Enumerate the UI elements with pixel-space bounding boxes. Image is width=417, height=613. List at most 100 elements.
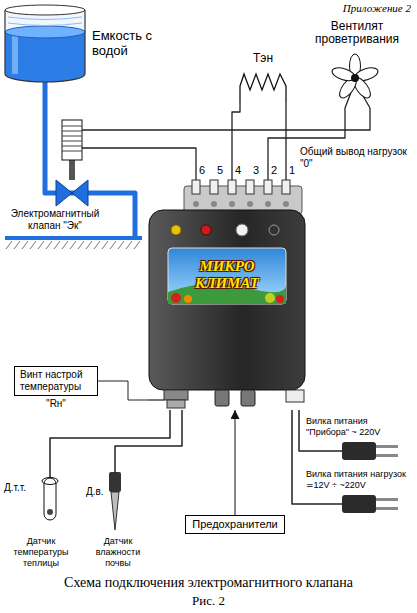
sensor-code: Д.в. <box>86 486 104 498</box>
terminal-note-holder: Общий вывод нагрузок "0" <box>300 146 412 170</box>
drawing-part <box>109 472 121 492</box>
terminal-number-holder: 4 <box>235 164 241 177</box>
drawing-part <box>69 160 75 180</box>
drawing-part <box>376 498 398 501</box>
ground-line <box>5 236 142 240</box>
common-wire <box>110 102 370 180</box>
terminal-number: 3 <box>253 164 259 177</box>
drawing-part <box>286 390 304 402</box>
plug-label: Вилка питания "Прибора" ~ 220V <box>306 416 412 437</box>
drawing-part <box>62 151 82 152</box>
drawing-part <box>47 509 53 515</box>
common-wire-segment <box>285 102 286 130</box>
figure-number: Рис. 2 <box>0 593 417 609</box>
drawing-part <box>62 136 82 137</box>
drawing-part <box>228 180 236 194</box>
sensor-code-holder: Д.т.т. <box>4 482 26 494</box>
sensor-code-holder: Д.в. <box>86 486 104 498</box>
drawing-part <box>342 495 376 513</box>
drawing-part <box>62 120 82 160</box>
drawing-part <box>62 126 82 127</box>
drawing-part <box>42 478 58 485</box>
adjust-screw-box: Винт настрой температуры"Rн" <box>14 366 98 396</box>
drawing-part <box>376 445 398 448</box>
drawing-part <box>167 400 185 408</box>
terminal-number-holder: 2 <box>271 164 277 177</box>
terminal-number: 4 <box>235 164 241 177</box>
drawing-part <box>192 180 200 194</box>
water-pipe <box>110 193 135 236</box>
drawing-part <box>171 293 181 303</box>
drawing-part <box>265 201 271 207</box>
appendix-number: Приложение 2 <box>343 2 411 15</box>
sensor-label-holder: Датчик температуры теплицы <box>2 536 80 569</box>
soil-moisture-sensor: Д.в. Датчик влажности почвы <box>84 452 152 570</box>
drawing-part <box>164 390 188 400</box>
drawing-part <box>282 180 290 194</box>
drawing-part <box>45 112 110 193</box>
water-pipe <box>43 82 48 112</box>
drawing-part <box>376 454 398 457</box>
heater-label: Тэн <box>228 52 298 65</box>
drawing-part <box>62 146 82 147</box>
drawing-part <box>215 390 229 406</box>
terminal-number-holder: 6 <box>199 164 205 177</box>
controller-device: МИКРО КЛИМАТ <box>148 180 306 410</box>
appendix-number-holder: Приложение 2 <box>343 2 411 15</box>
drawing-part <box>82 130 110 148</box>
sensor-label-holder: Датчик влажности почвы <box>84 536 152 569</box>
plug-label: Вилка питания нагрузок ≃12V ÷ ~220V <box>306 469 412 490</box>
figure-number-holder: Рис. 2 <box>0 593 417 609</box>
drawing-part <box>269 225 279 235</box>
terminal-number-holder: 5 <box>217 164 223 177</box>
fuse-label: Предохранители <box>192 518 278 531</box>
drawing-part <box>8 17 82 20</box>
ventilation-fan: Вентилят проветривания <box>300 20 414 108</box>
terminal-number: 5 <box>217 164 223 177</box>
device-brand: МИКРО КЛИМАТ <box>186 258 268 292</box>
drawing-part <box>351 74 359 82</box>
fan-label-holder: Вентилят проветривания <box>300 20 414 46</box>
common-wire-segment <box>286 108 370 130</box>
leader-line <box>98 381 148 400</box>
device-power-plug: Вилка питания "Прибора" ~ 220V <box>306 416 412 463</box>
valve-label-holder: Электромагнитный клапан "Эк" <box>0 208 110 232</box>
drawing-part <box>8 23 82 26</box>
controller-device-drawing <box>148 180 306 410</box>
terminal-number-holder: 3 <box>253 164 259 177</box>
drawing-part <box>265 293 275 303</box>
terminal-number-holder: 1 <box>289 164 295 177</box>
drawing-part <box>193 201 199 207</box>
drawing-part <box>171 225 181 235</box>
drawing-part <box>201 225 211 235</box>
drawing-part <box>236 224 248 236</box>
drawing-part <box>168 248 286 304</box>
drawing-part <box>306 503 342 505</box>
fan-label: Вентилят проветривания <box>300 20 414 46</box>
figure-caption: Схема подключения электромагнитного клап… <box>0 574 417 591</box>
screw-designator: "Rн" <box>15 398 97 410</box>
drawing-part <box>247 201 253 207</box>
tank-label: Емкость с водой <box>92 28 164 58</box>
drawing-part <box>62 131 82 132</box>
drawing-part <box>114 452 116 472</box>
valve-label: Электромагнитный клапан "Эк" <box>0 208 110 232</box>
drawing-part <box>49 452 51 478</box>
drawing-part <box>229 201 235 207</box>
drawing-part <box>276 295 284 303</box>
power-cord <box>292 410 306 504</box>
temperature-sensor: Д.т.т. Датчик температуры теплицы <box>2 452 80 570</box>
drawing-part <box>149 210 305 390</box>
load-power-plug: Вилка питания нагрузок ≃12V ÷ ~220V <box>306 469 412 516</box>
drawing-part <box>306 450 342 452</box>
terminal-number: 6 <box>199 164 205 177</box>
drawing-part <box>211 201 217 207</box>
sensor-label: Датчик влажности почвы <box>84 536 152 569</box>
drawing-part <box>5 10 85 82</box>
sensor-cable <box>115 410 182 452</box>
drawing-part <box>241 390 255 406</box>
fuse-box: Предохранители <box>185 515 285 534</box>
power-cord <box>299 410 306 451</box>
drawing-part <box>240 74 286 102</box>
drawing-part <box>246 180 254 194</box>
